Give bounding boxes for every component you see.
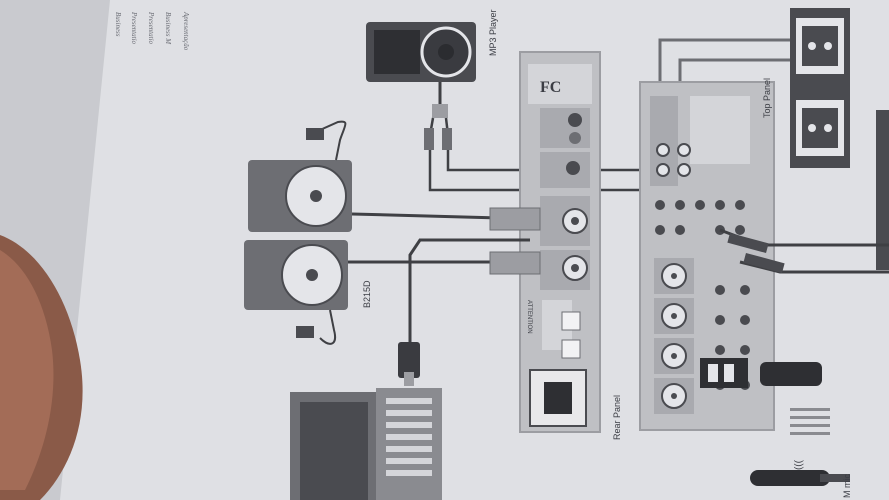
margin-text-4: Apresentação (182, 12, 190, 51)
mp3-player (366, 22, 476, 82)
laptop (290, 388, 442, 500)
speaker-top (248, 160, 352, 232)
xlr-plug-top (489, 207, 541, 231)
speaker-power-bottom (319, 309, 336, 345)
power-plug-bottom (296, 326, 314, 338)
device-edge-right (876, 110, 889, 270)
laptop-keyboard (386, 398, 432, 476)
speaker-cable-top (351, 212, 501, 220)
cassette-deck (790, 8, 850, 168)
margin-text-2: Presentatio (147, 12, 155, 45)
jack-plug-a (727, 232, 769, 254)
svg-text:FC: FC (540, 79, 561, 96)
mixer-top-panel (639, 81, 775, 431)
rear-panel-label: Rear Panel (612, 394, 622, 440)
margin-text-1: Presentatio (130, 12, 138, 45)
cassette-cable-a (658, 38, 790, 90)
thumb-highlight (0, 250, 54, 490)
rca-splitter (432, 104, 448, 118)
speaker-bottom (244, 240, 348, 310)
microphone-icon (750, 470, 850, 486)
top-panel-label: Top Panel (762, 77, 772, 118)
xlr-inputs (654, 258, 694, 414)
xlr-plug-bottom (489, 251, 541, 275)
wireless-symbol: ))) (793, 460, 804, 470)
jack-plug-b (743, 252, 785, 274)
usb-cable (408, 238, 530, 350)
usb-dongle (760, 362, 822, 386)
mp3-player-label: MP3 Player (488, 9, 498, 56)
dotted-mic-bars (790, 408, 830, 435)
rear-panel: FC (519, 51, 601, 433)
attention-text: ATTENTION (526, 300, 532, 334)
speaker-model-label: B215D (362, 280, 372, 308)
speaker-power-top (319, 120, 347, 161)
power-plug-top (306, 128, 324, 140)
mic-label: M mic (842, 474, 852, 498)
usb-plug (398, 342, 420, 378)
rca-plug-right (442, 128, 452, 150)
rca-plug-left (424, 128, 434, 150)
margin-text-3: Business M (164, 12, 172, 45)
margin-text-0: Business (114, 12, 122, 37)
